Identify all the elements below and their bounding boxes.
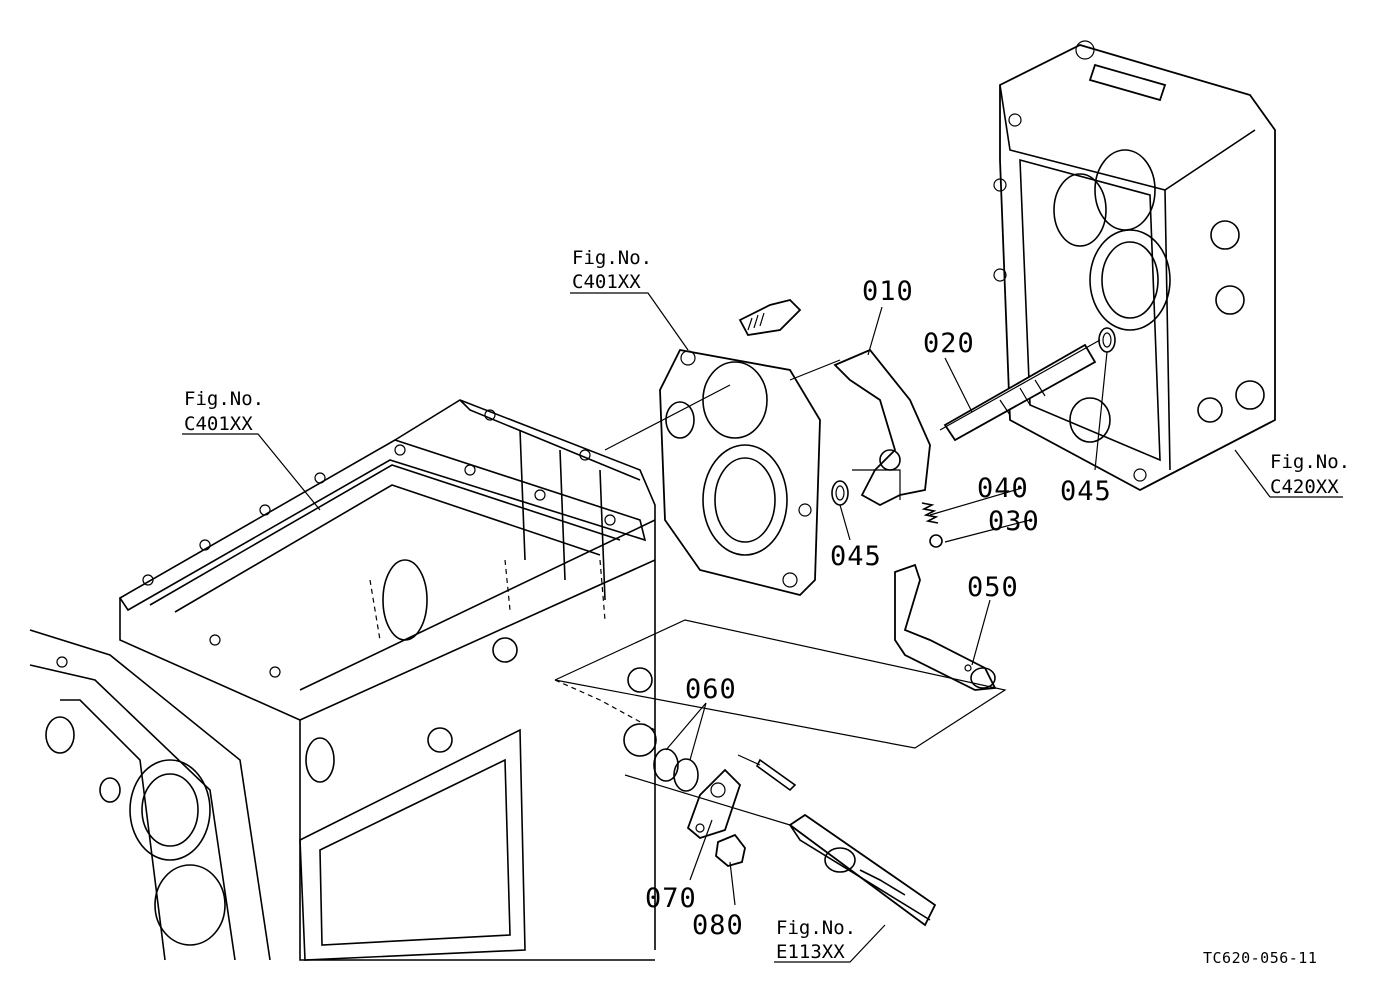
stud-bolt [738,299,802,336]
fig-ref-label: Fig.No. [776,917,856,939]
fig-ref-label: Fig.No. [1270,451,1350,473]
shift-arm-050 [894,563,997,691]
shift-rod-020 [943,343,1097,442]
transmission-case [29,399,657,961]
part-label-045-left: 045 [830,541,882,572]
shift-fork-010 [833,348,931,507]
part-label-080: 080 [692,910,744,941]
part-label-070: 070 [645,883,697,914]
part-label-045-right: 045 [1060,476,1112,507]
fig-ref-code: E113XX [776,941,845,963]
lock-plate-070 [686,768,742,840]
part-label-020: 020 [923,328,975,359]
upper-housing [993,40,1276,492]
leader-lines [182,292,1343,963]
part-label-050: 050 [967,572,1019,603]
lower-shaft [788,813,937,927]
part-label-030: 030 [988,506,1040,537]
o-rings-060 [653,748,699,792]
part-label-060: 060 [685,674,737,705]
ball-030 [929,534,943,548]
fig-ref-code: C401XX [572,271,641,293]
fig-ref-label: Fig.No. [572,247,652,269]
part-label-010: 010 [862,276,914,307]
fig-ref-label: Fig.No. [184,388,264,410]
cover-plate [659,348,821,596]
snap-ring-045-left [831,480,849,506]
bolt-080 [715,833,746,867]
drawing-code: TC620-056-11 [1203,949,1317,967]
spring-pin [755,758,797,792]
fig-ref-code: C420XX [1270,476,1339,498]
flange-bolt-holes [56,409,616,678]
spring-040 [921,502,939,524]
fig-ref-code: C401XX [184,413,253,435]
assembly-guide-lines [369,339,1101,826]
part-label-040: 040 [977,473,1029,504]
